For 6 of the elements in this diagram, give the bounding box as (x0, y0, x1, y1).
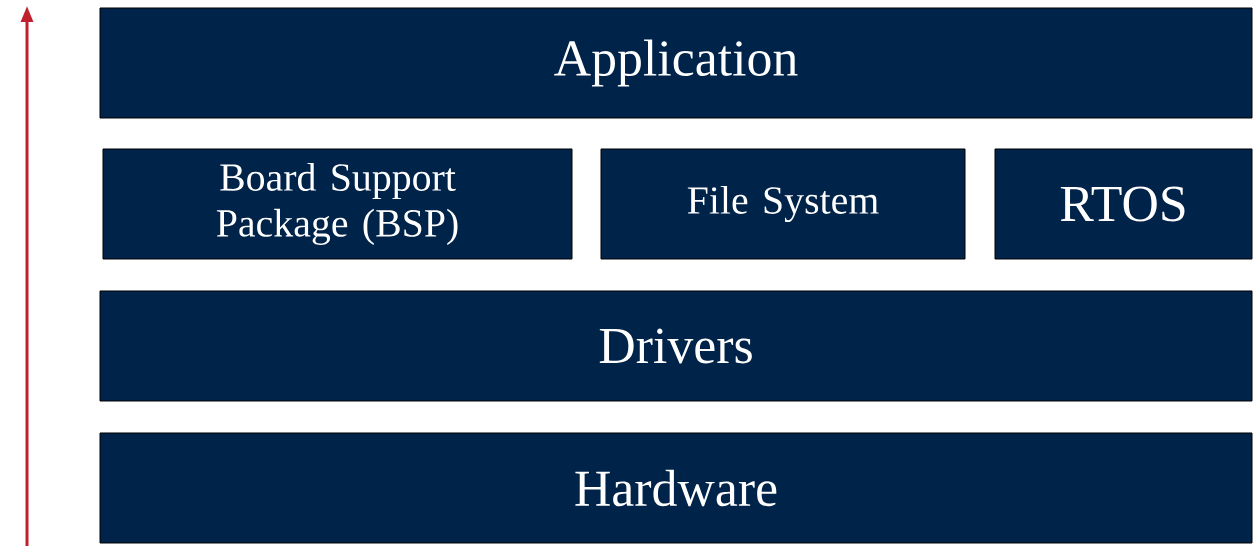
layer-box: File System (600, 148, 966, 260)
layer-box: Application (99, 7, 1253, 119)
layer-box: RTOS (994, 148, 1253, 260)
layer-box: Drivers (99, 290, 1253, 402)
layer-box: Board Support Package (BSP) (102, 148, 573, 260)
layer-box: Hardware (99, 432, 1253, 544)
